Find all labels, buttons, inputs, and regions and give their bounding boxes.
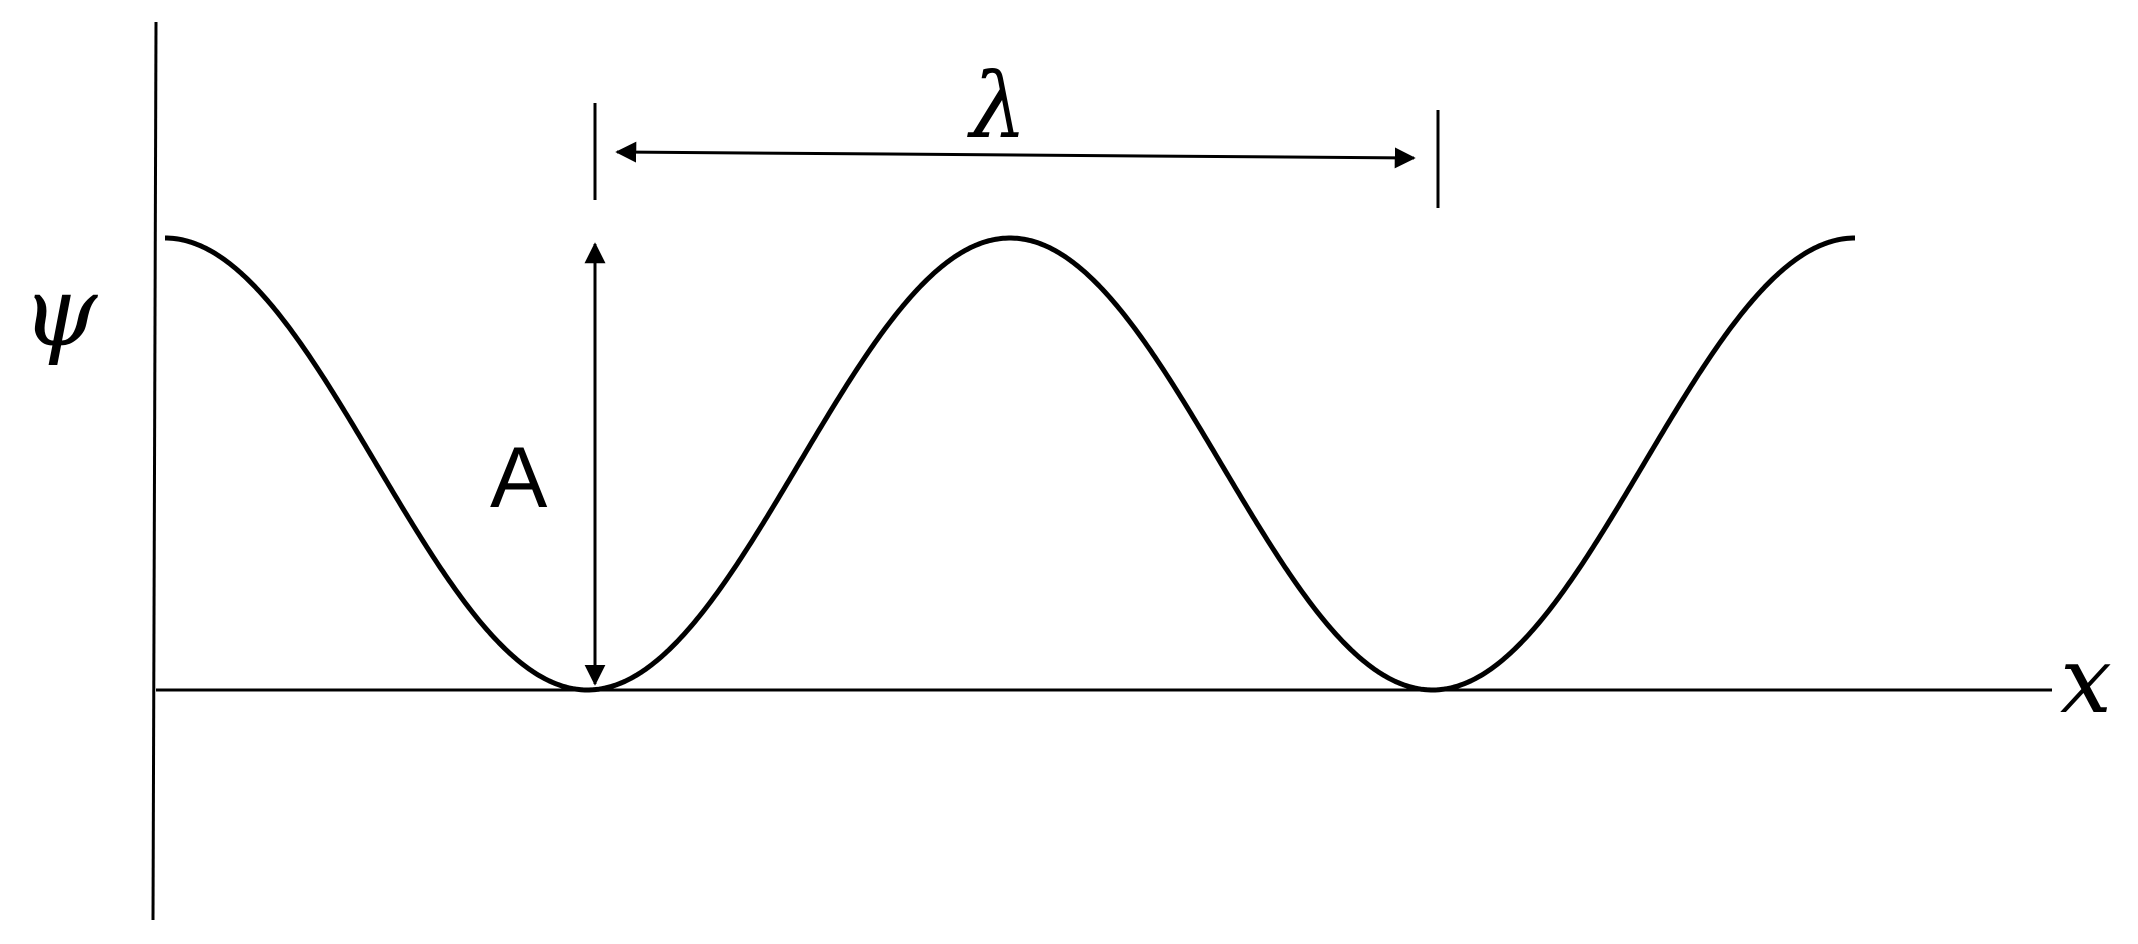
wave-curve — [164, 235, 1856, 693]
x-axis-label: x — [2060, 627, 2112, 734]
y-axis-label: ψ — [22, 256, 99, 368]
y-axis — [151, 21, 158, 921]
wavelength-arrow — [615, 141, 1416, 169]
wavelength-label: λ — [967, 54, 1027, 159]
amplitude-label: A — [490, 430, 548, 526]
